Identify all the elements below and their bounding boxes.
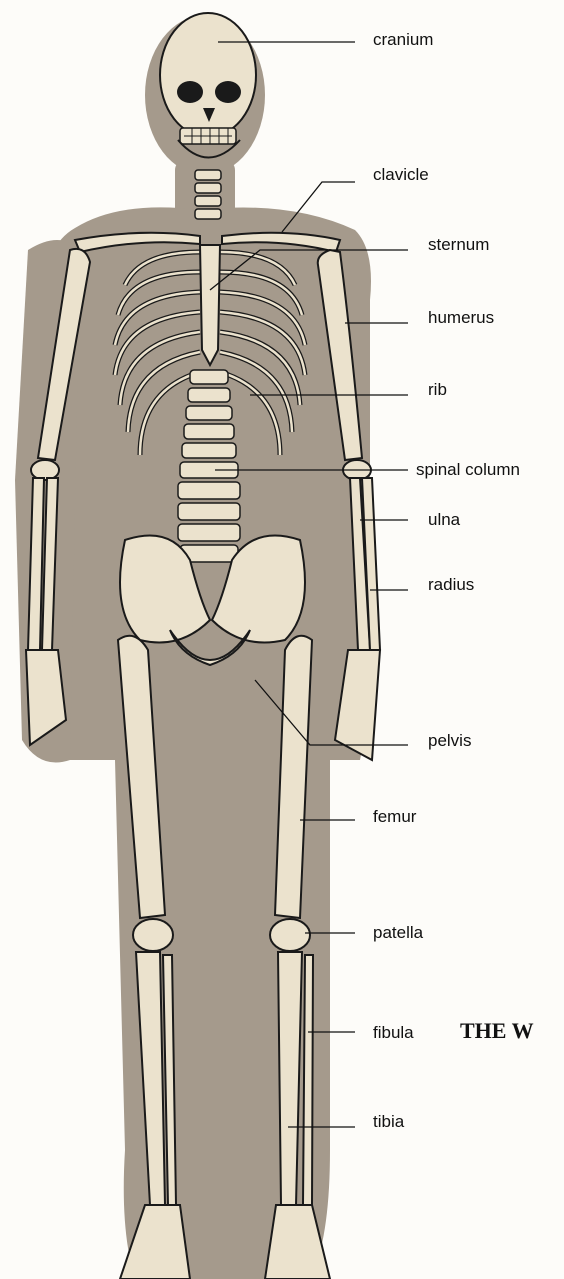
label-rib: rib [428,381,447,399]
label-ulna: ulna [428,511,460,529]
label-humerus: humerus [428,309,494,327]
label-clavicle: clavicle [373,166,429,184]
label-sternum: sternum [428,236,489,254]
label-radius: radius [428,576,474,594]
label-tibia: tibia [373,1113,404,1131]
label-pelvis: pelvis [428,732,471,750]
sternum-bone [200,245,220,365]
page-title: THE W [460,1018,534,1044]
label-fibula: fibula [373,1024,414,1042]
label-patella: patella [373,924,423,942]
label-spinal-column: spinal column [416,461,520,479]
body-silhouette [15,15,371,1279]
label-cranium: cranium [373,31,433,49]
label-femur: femur [373,808,416,826]
